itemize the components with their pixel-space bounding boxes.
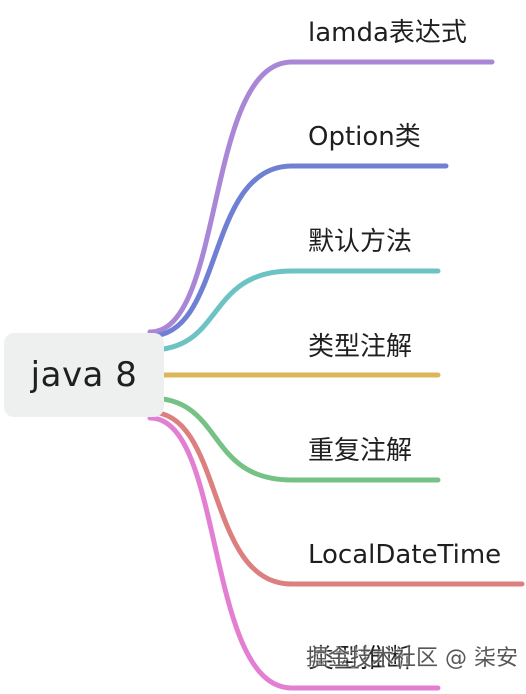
branch-label-localdatetime[interactable]: LocalDateTime xyxy=(308,540,502,570)
connector-localdatetime xyxy=(147,409,525,587)
watermark: 掘金技术社区 @ 柒安 xyxy=(306,646,518,671)
branch-label-type-annotation[interactable]: 类型注解 xyxy=(308,332,413,362)
branch-label-type-inference[interactable]: 类型推断 xyxy=(308,644,413,674)
branch-label-repeat-annotation[interactable]: 重复注解 xyxy=(308,436,413,466)
connector-lamda xyxy=(147,59,495,335)
branch-label-default-method[interactable]: 默认方法 xyxy=(308,227,413,257)
branch-label-lamda[interactable]: lamda表达式 xyxy=(308,18,467,48)
branch-label-option[interactable]: Option类 xyxy=(308,122,421,152)
connector-type-inference xyxy=(147,415,441,691)
connector-repeat-annotation xyxy=(147,395,441,483)
root-node-label: java 8 xyxy=(30,355,138,395)
connector-option xyxy=(147,163,449,339)
connector-default-method xyxy=(147,268,441,353)
root-node[interactable]: java 8 xyxy=(4,333,164,417)
